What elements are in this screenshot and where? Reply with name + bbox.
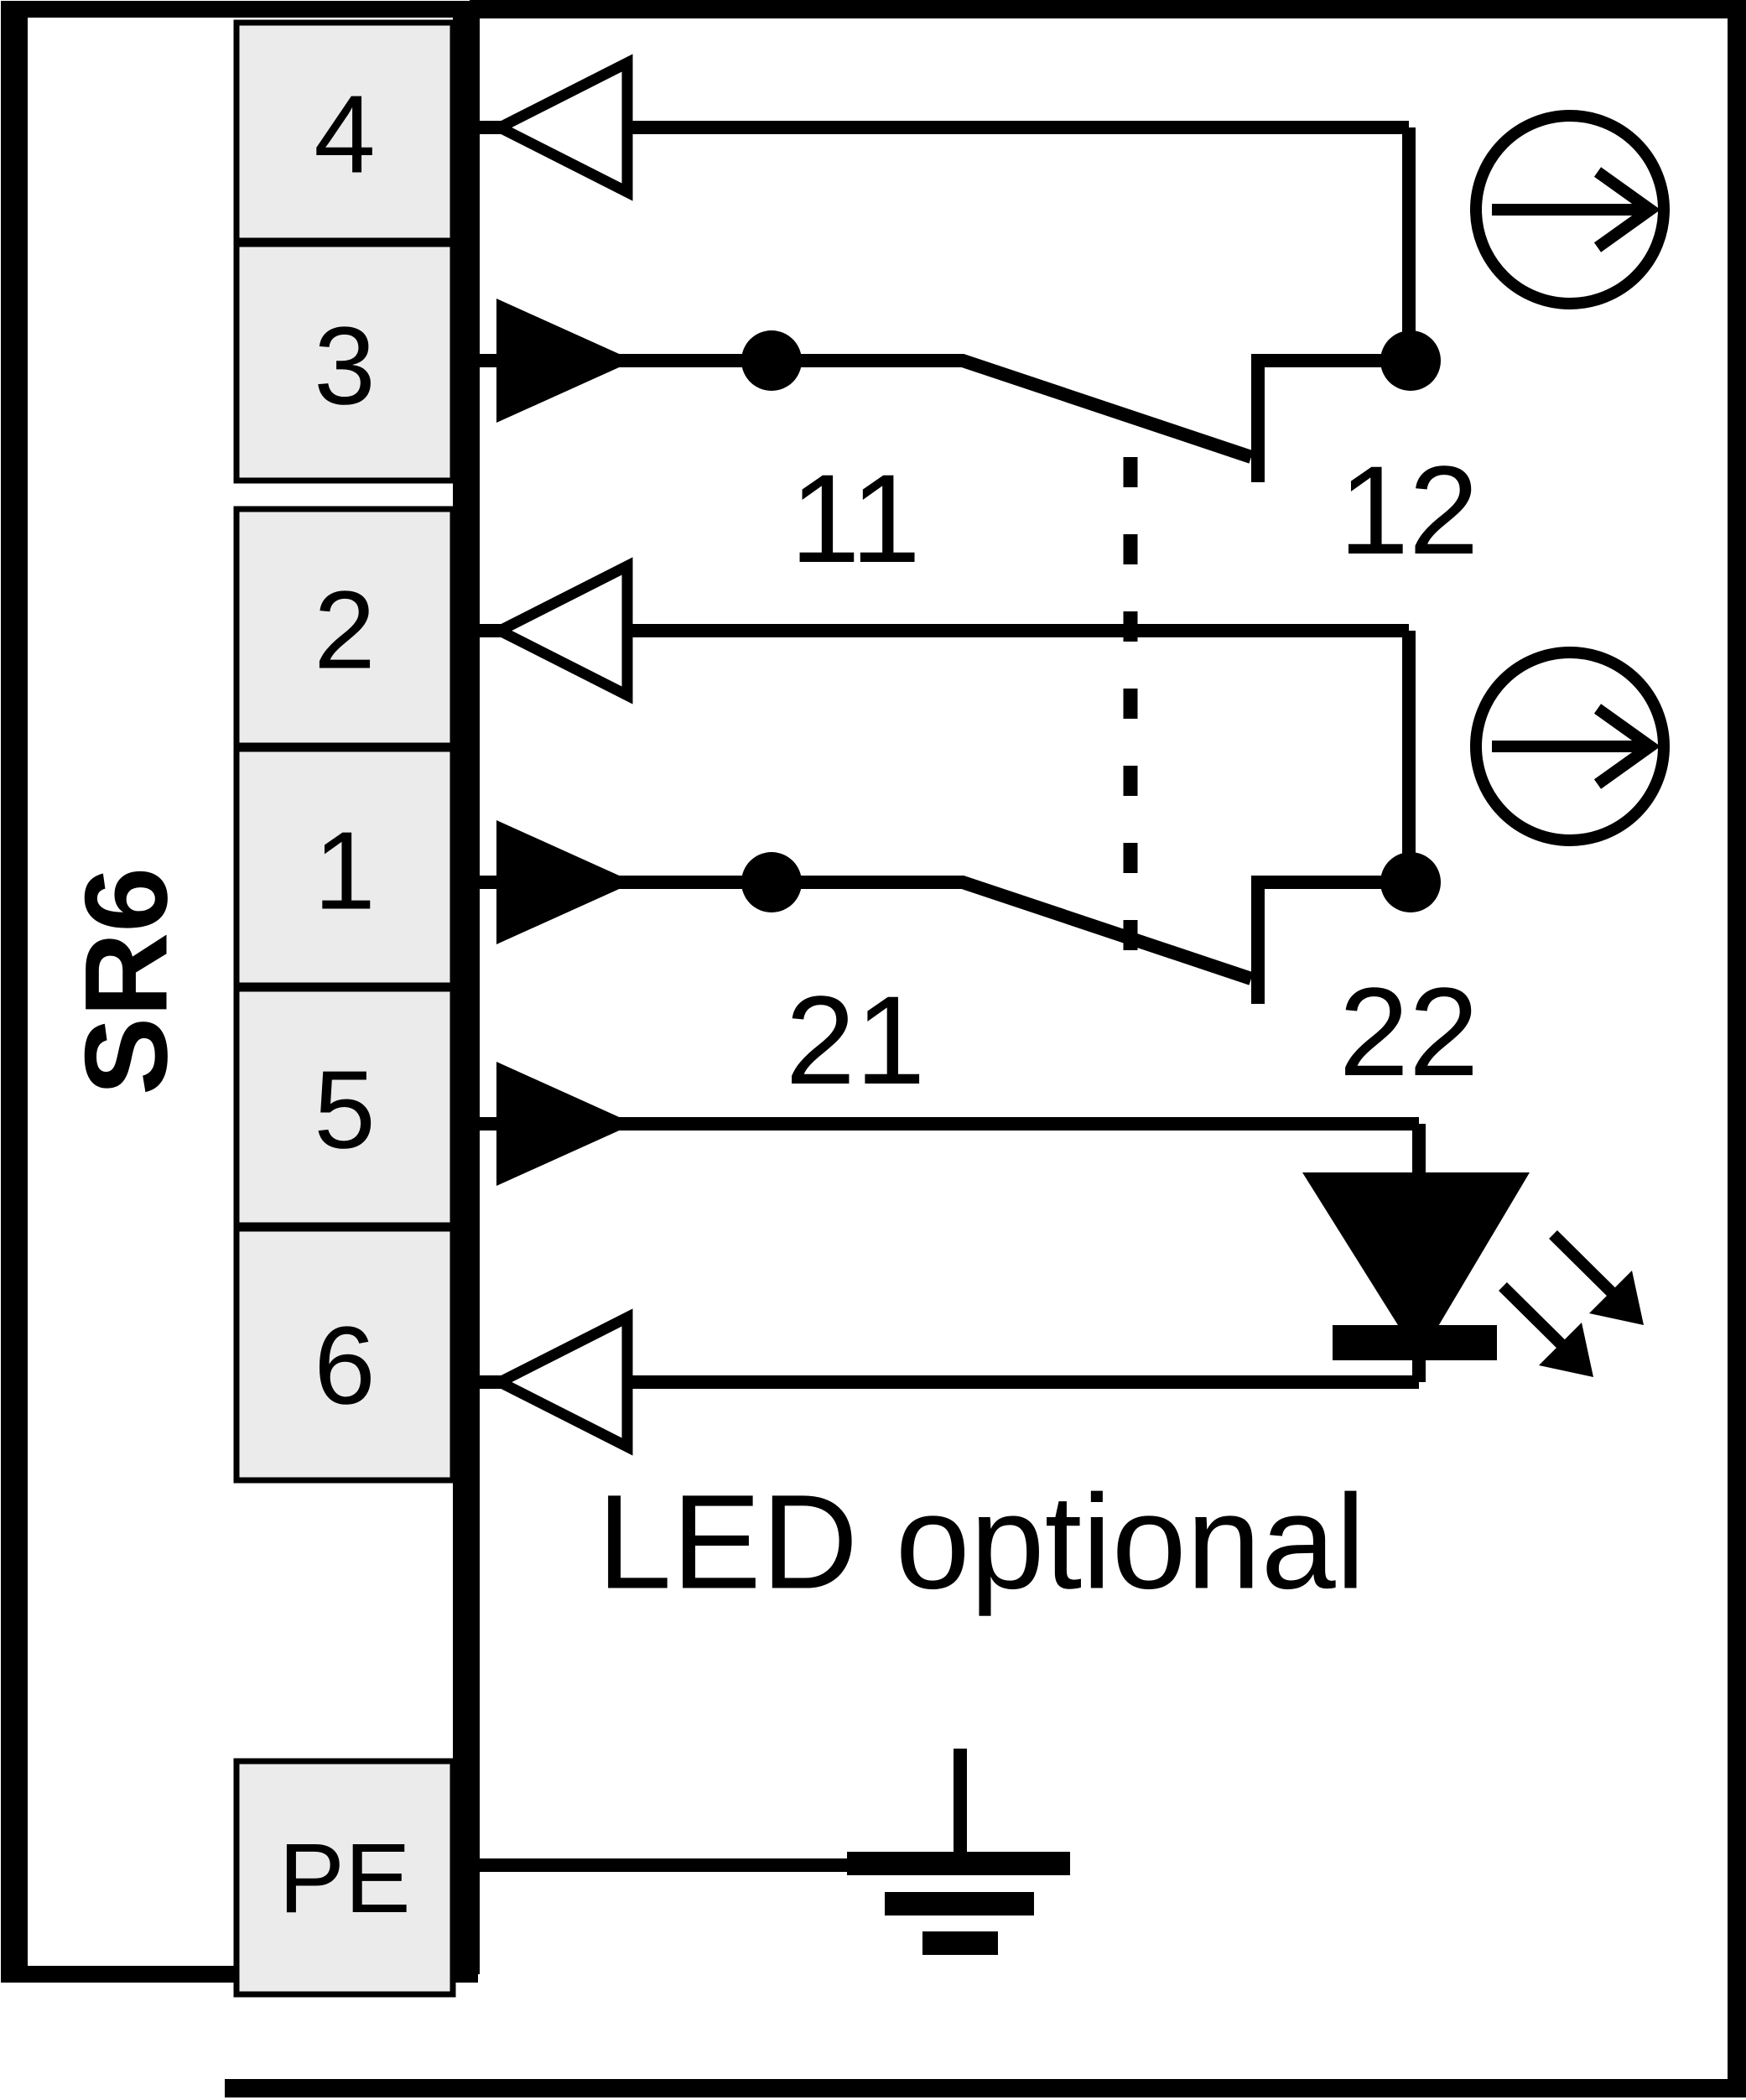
device-label-text: SR6 bbox=[60, 867, 192, 1095]
circuit-led-loop bbox=[470, 1062, 1426, 1456]
input-arrow-terminal-2 bbox=[487, 557, 633, 704]
terminal-3[interactable]: 3 bbox=[233, 241, 456, 484]
contact-12-label: 12 bbox=[1339, 439, 1479, 580]
circuit-terminal-4 bbox=[470, 54, 1416, 361]
terminal-4[interactable]: 4 bbox=[233, 19, 456, 244]
circle-arrow-right-icon-2 bbox=[1470, 647, 1670, 846]
terminal-cells: 4 3 2 1 5 bbox=[233, 19, 456, 1998]
earth-ground-icon bbox=[847, 1749, 1070, 1955]
circuit-terminal-3: 11 12 bbox=[470, 299, 1478, 589]
device-label: SR6 bbox=[60, 867, 192, 1095]
input-arrow-terminal-6 bbox=[487, 1308, 633, 1456]
terminal-2-label: 2 bbox=[314, 569, 375, 692]
outer-frame bbox=[225, 0, 1746, 2097]
output-arrow-terminal-5 bbox=[496, 1062, 634, 1186]
terminal-1-label: 1 bbox=[314, 809, 375, 933]
terminal-pe-label: PE bbox=[278, 1823, 410, 1934]
node-dot-contact-22 bbox=[1380, 852, 1441, 912]
terminal-6-label: 6 bbox=[314, 1304, 375, 1427]
input-arrow-terminal-4 bbox=[487, 54, 633, 201]
led-emission-arrows bbox=[1499, 1230, 1644, 1377]
terminal-4-label: 4 bbox=[314, 73, 375, 196]
circuit-pe-ground bbox=[470, 1749, 1070, 1955]
circle-arrow-right-icon-1 bbox=[1470, 110, 1670, 309]
contact-11-label: 11 bbox=[790, 448, 921, 589]
terminal-3-label: 3 bbox=[314, 304, 375, 428]
terminal-5-label: 5 bbox=[314, 1048, 375, 1172]
device-body-sr6 bbox=[1, 1, 480, 1983]
node-dot-contact-12 bbox=[1380, 330, 1441, 391]
led-optional-note: LED optional bbox=[597, 1467, 1365, 1617]
terminal-pe[interactable]: PE bbox=[233, 1758, 456, 1998]
output-indicator-1 bbox=[1470, 110, 1670, 309]
terminal-6[interactable]: 6 bbox=[233, 1225, 456, 1484]
circuit-terminal-1: 21 22 bbox=[470, 820, 1478, 1110]
contact-21-label: 21 bbox=[786, 969, 926, 1110]
output-arrow-terminal-1 bbox=[496, 820, 634, 944]
terminal-1[interactable]: 1 bbox=[233, 746, 456, 989]
circuit-terminal-2 bbox=[470, 557, 1416, 882]
contact-22-label: 22 bbox=[1339, 961, 1479, 1102]
output-indicator-2 bbox=[1470, 647, 1670, 846]
output-arrow-terminal-3 bbox=[496, 299, 634, 423]
terminal-5[interactable]: 5 bbox=[233, 985, 456, 1229]
terminal-2[interactable]: 2 bbox=[233, 506, 456, 749]
led-diode-icon bbox=[1302, 1172, 1644, 1377]
led-optional-text: LED optional bbox=[597, 1467, 1365, 1617]
